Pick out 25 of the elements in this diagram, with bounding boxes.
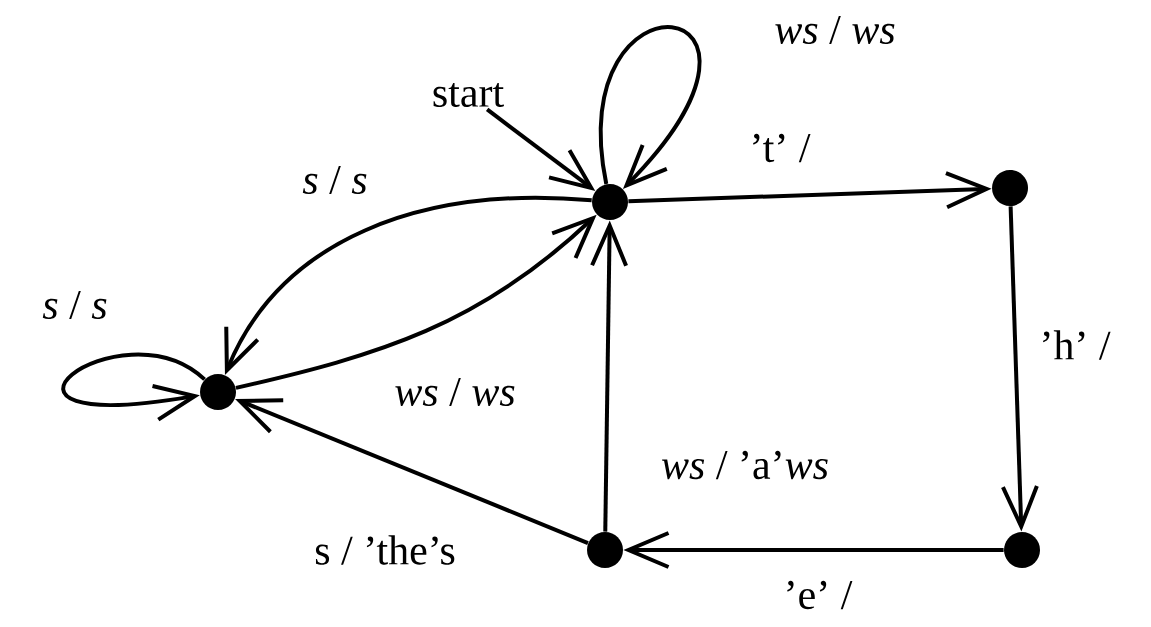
state-dot	[587, 532, 623, 568]
state-dot	[592, 184, 628, 220]
edge-label: s / s	[300, 163, 370, 197]
arrow	[235, 398, 589, 545]
edge-label: s / s	[40, 288, 110, 322]
edge-label: ws / ws	[772, 13, 898, 47]
start-label: start	[433, 82, 504, 108]
state-dot	[992, 170, 1028, 206]
arrow	[623, 531, 1004, 569]
loop-arrow	[598, 25, 701, 189]
arrow	[628, 171, 992, 210]
arrow	[224, 196, 592, 375]
edge-label: ws / ’a’ws	[659, 448, 831, 482]
arrow	[1001, 206, 1039, 532]
edge-label: ’e’ /	[781, 578, 855, 612]
loop-arrow	[62, 352, 206, 422]
edge-label: ’t’ /	[747, 131, 813, 165]
arrow	[590, 220, 628, 532]
state-dot	[1004, 532, 1040, 568]
edge-label: s / ’the’s	[312, 533, 458, 567]
edge-label: ws / ws	[392, 375, 518, 409]
state-dot	[200, 374, 236, 410]
edge-label: ’h’ /	[1037, 328, 1113, 362]
arrow	[235, 214, 597, 390]
arrow	[485, 107, 596, 191]
